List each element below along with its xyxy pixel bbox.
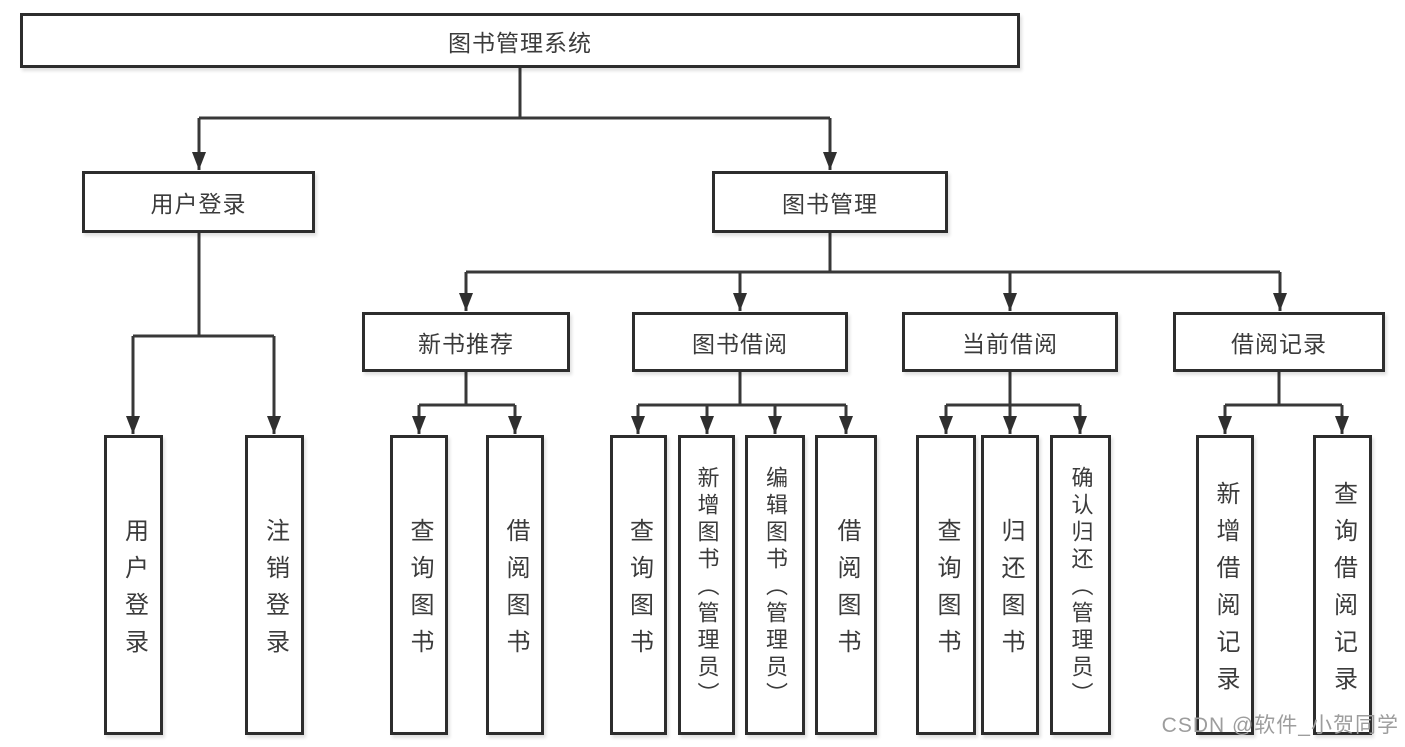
- connector-new-books-to-leaves: [412, 372, 522, 434]
- node-label: 查询借阅记录: [1329, 480, 1357, 703]
- node-label: 确认归还（管理员）: [1068, 466, 1094, 709]
- node-user-login: 用户登录: [82, 171, 315, 233]
- node-label: 用户登录: [120, 517, 148, 666]
- node-label: 归还图书: [997, 517, 1024, 666]
- leaf-return-books: 归还图书: [981, 435, 1039, 735]
- node-label: 新增借阅记录: [1212, 480, 1239, 703]
- leaf-query-books-borrow: 查询图书: [610, 435, 667, 735]
- node-label: 当前借阅: [962, 331, 1058, 357]
- node-label: 新书推荐: [418, 331, 514, 357]
- node-label: 借阅记录: [1231, 331, 1327, 357]
- node-borrowing-records: 借阅记录: [1173, 312, 1385, 372]
- node-label: 查询图书: [933, 517, 960, 666]
- connector-current-borrow-to-leaves: [939, 372, 1087, 434]
- csdn-watermark: CSDN @软件_小贺同学: [1161, 714, 1399, 737]
- connector-borrow-records-to-leaves: [1218, 372, 1349, 434]
- connector-book-borrow-to-leaves: [631, 372, 853, 434]
- leaf-query-books-current: 查询图书: [916, 435, 976, 735]
- leaf-edit-books-admin: 编辑图书（管理员）: [745, 435, 805, 735]
- node-label: 图书借阅: [692, 331, 788, 357]
- node-new-book-recommend: 新书推荐: [362, 312, 570, 372]
- node-label: 编辑图书（管理员）: [763, 466, 788, 709]
- leaf-user-login: 用户登录: [104, 435, 163, 735]
- node-label: 新增图书（管理员）: [694, 466, 720, 709]
- node-label: 图书管理系统: [448, 29, 592, 56]
- leaf-add-books-admin: 新增图书（管理员）: [678, 435, 735, 735]
- node-library-management-system: 图书管理系统: [20, 13, 1020, 68]
- node-label: 借阅图书: [833, 517, 860, 666]
- node-current-borrowing: 当前借阅: [902, 312, 1118, 372]
- node-label: 查询图书: [406, 517, 433, 666]
- leaf-confirm-return-admin: 确认归还（管理员）: [1050, 435, 1111, 735]
- leaf-query-borrow-record: 查询借阅记录: [1313, 435, 1372, 735]
- node-label: 注销登录: [261, 517, 289, 666]
- node-label: 图书管理: [782, 191, 878, 217]
- leaf-add-borrow-record: 新增借阅记录: [1196, 435, 1254, 735]
- node-book-management: 图书管理: [712, 171, 948, 233]
- node-label: 用户登录: [150, 191, 247, 217]
- leaf-borrow-books-recommend: 借阅图书: [486, 435, 544, 735]
- connector-root-to-level2: [192, 68, 837, 170]
- leaf-query-books-recommend: 查询图书: [390, 435, 448, 735]
- connector-user-login-to-leaves: [126, 233, 281, 434]
- node-book-borrowing: 图书借阅: [632, 312, 848, 372]
- leaf-logout: 注销登录: [245, 435, 304, 735]
- leaf-borrow-books: 借阅图书: [815, 435, 877, 735]
- connector-book-mgmt-to-level3: [459, 233, 1287, 311]
- node-label: 查询图书: [625, 517, 653, 666]
- node-label: 借阅图书: [502, 517, 529, 666]
